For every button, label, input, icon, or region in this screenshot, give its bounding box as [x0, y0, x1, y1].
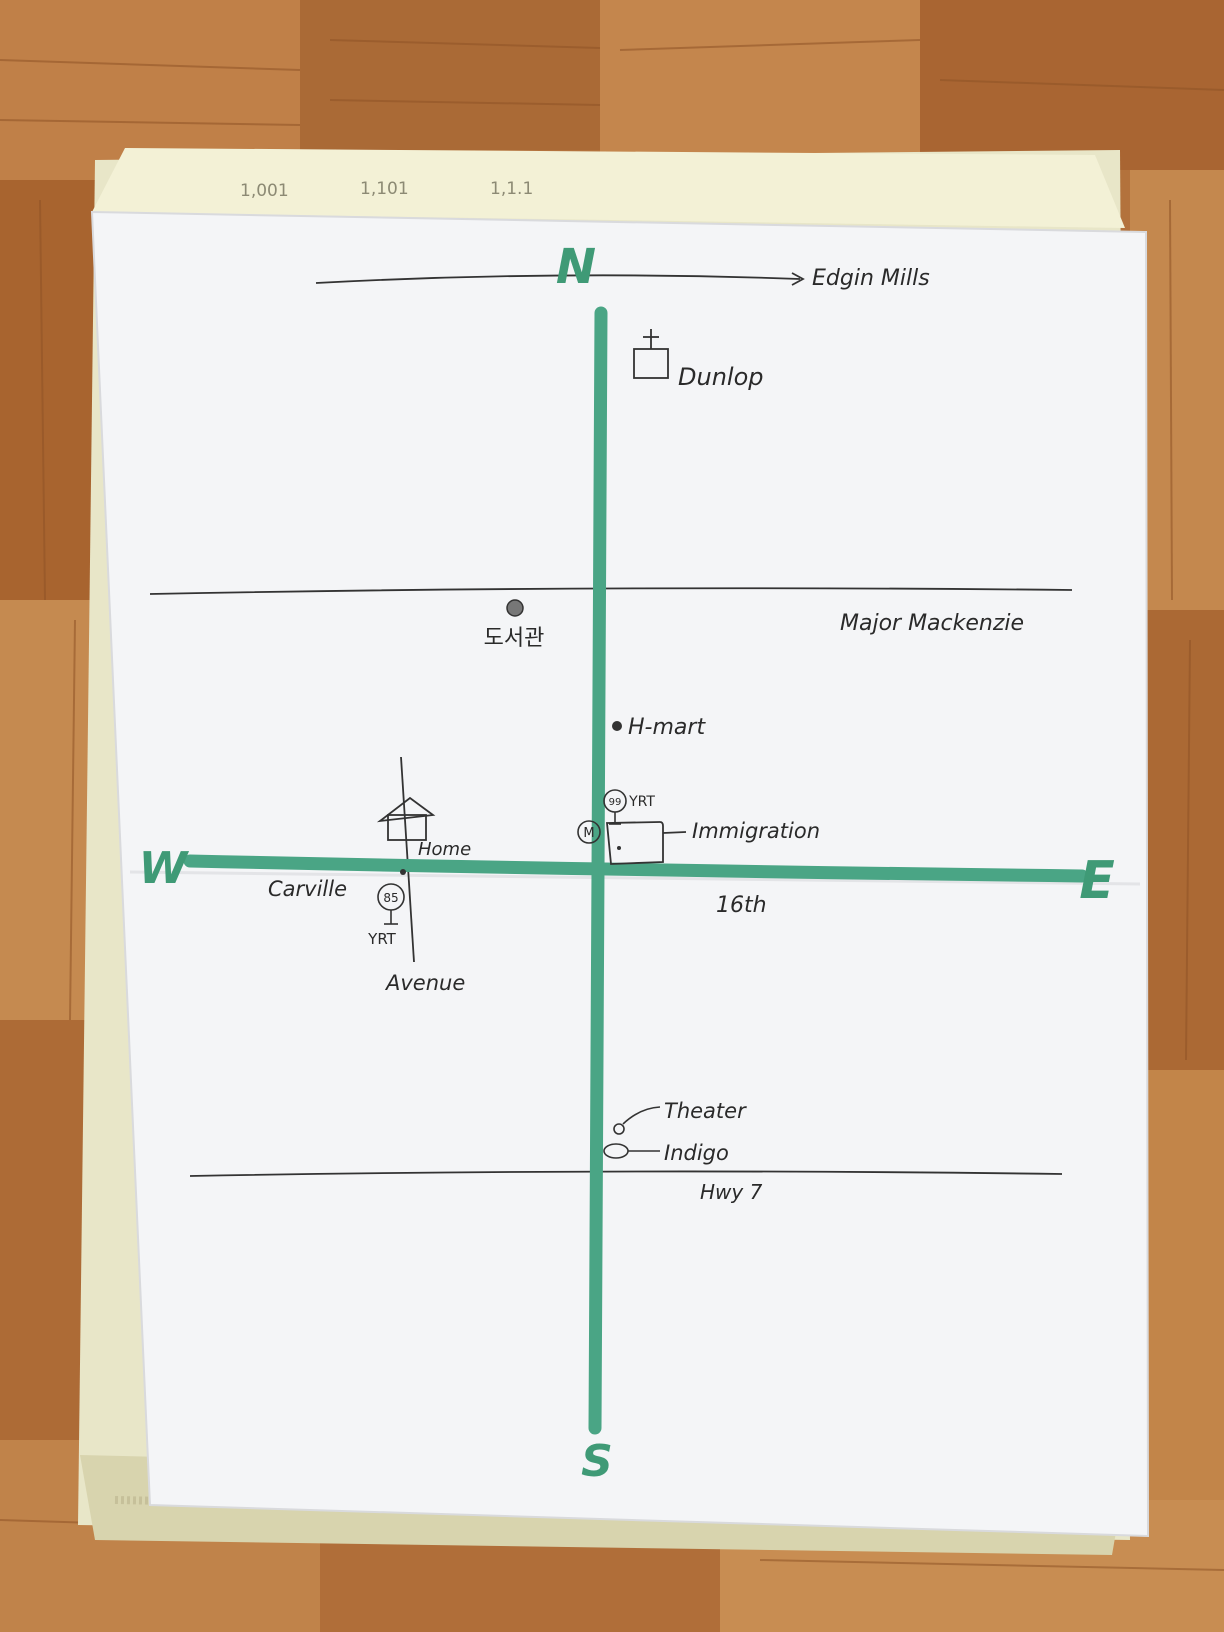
- library-marker-icon: [506, 599, 524, 617]
- header-marks: 1,001 1,101 1,1.1: [240, 179, 533, 201]
- hmart-marker-icon: [612, 721, 622, 731]
- church-icon: [633, 329, 669, 379]
- metro-icon: [577, 820, 601, 844]
- theater-icon: [613, 1106, 661, 1135]
- road-edgin-mills-arrow: [791, 272, 805, 286]
- compass-west: W: [139, 843, 190, 894]
- compass-south: S: [581, 1436, 613, 1487]
- label-16th: 16th: [716, 893, 767, 918]
- bus-stop-east-label: YRT: [628, 794, 655, 810]
- label-theater: Theater: [664, 1099, 747, 1123]
- road-hwy-7: [189, 1170, 1063, 1177]
- marker-streets: [183, 306, 1089, 1435]
- bus-stop-west-label: YRT: [367, 930, 396, 948]
- metro-symbol: M: [583, 826, 594, 841]
- label-home: Home: [418, 839, 471, 860]
- label-edgin-mills: Edgin Mills: [812, 266, 930, 291]
- indigo-icon: [603, 1143, 660, 1159]
- bus-stop-west-icon: [377, 883, 405, 925]
- label-library: 도서관: [484, 626, 545, 651]
- home-location-dot: [400, 869, 406, 875]
- street-east-west-16th: [183, 854, 1089, 883]
- bus-stop-west-route: 85: [383, 891, 398, 905]
- label-avenue: Avenue: [384, 971, 465, 995]
- pen-roads: [149, 272, 1073, 1177]
- bus-stop-east-icon: [603, 789, 627, 825]
- compass-east: E: [1079, 851, 1115, 911]
- immigration-dot: [617, 846, 621, 850]
- label-hwy-7: Hwy 7: [700, 1180, 763, 1204]
- header-mark-1: 1,001: [240, 181, 289, 201]
- label-immigration: Immigration: [692, 819, 820, 843]
- compass-north: N: [556, 239, 596, 295]
- bus-stop-east-route: 99: [609, 797, 622, 808]
- label-indigo: Indigo: [664, 1141, 729, 1165]
- immigration-building-icon: [606, 821, 687, 865]
- home-house-icon: [376, 796, 436, 841]
- header-mark-2: 1,101: [360, 179, 409, 199]
- paper-fold: [129, 870, 1141, 886]
- header-mark-3: 1,1.1: [490, 179, 533, 199]
- label-hmart: H-mart: [628, 715, 706, 740]
- label-major-mackenzie: Major Mackenzie: [840, 611, 1024, 636]
- label-carville: Carville: [268, 877, 347, 901]
- label-dunlop: Dunlop: [678, 363, 764, 391]
- road-edgin-mills: [315, 274, 801, 284]
- street-north-south: [588, 306, 608, 1435]
